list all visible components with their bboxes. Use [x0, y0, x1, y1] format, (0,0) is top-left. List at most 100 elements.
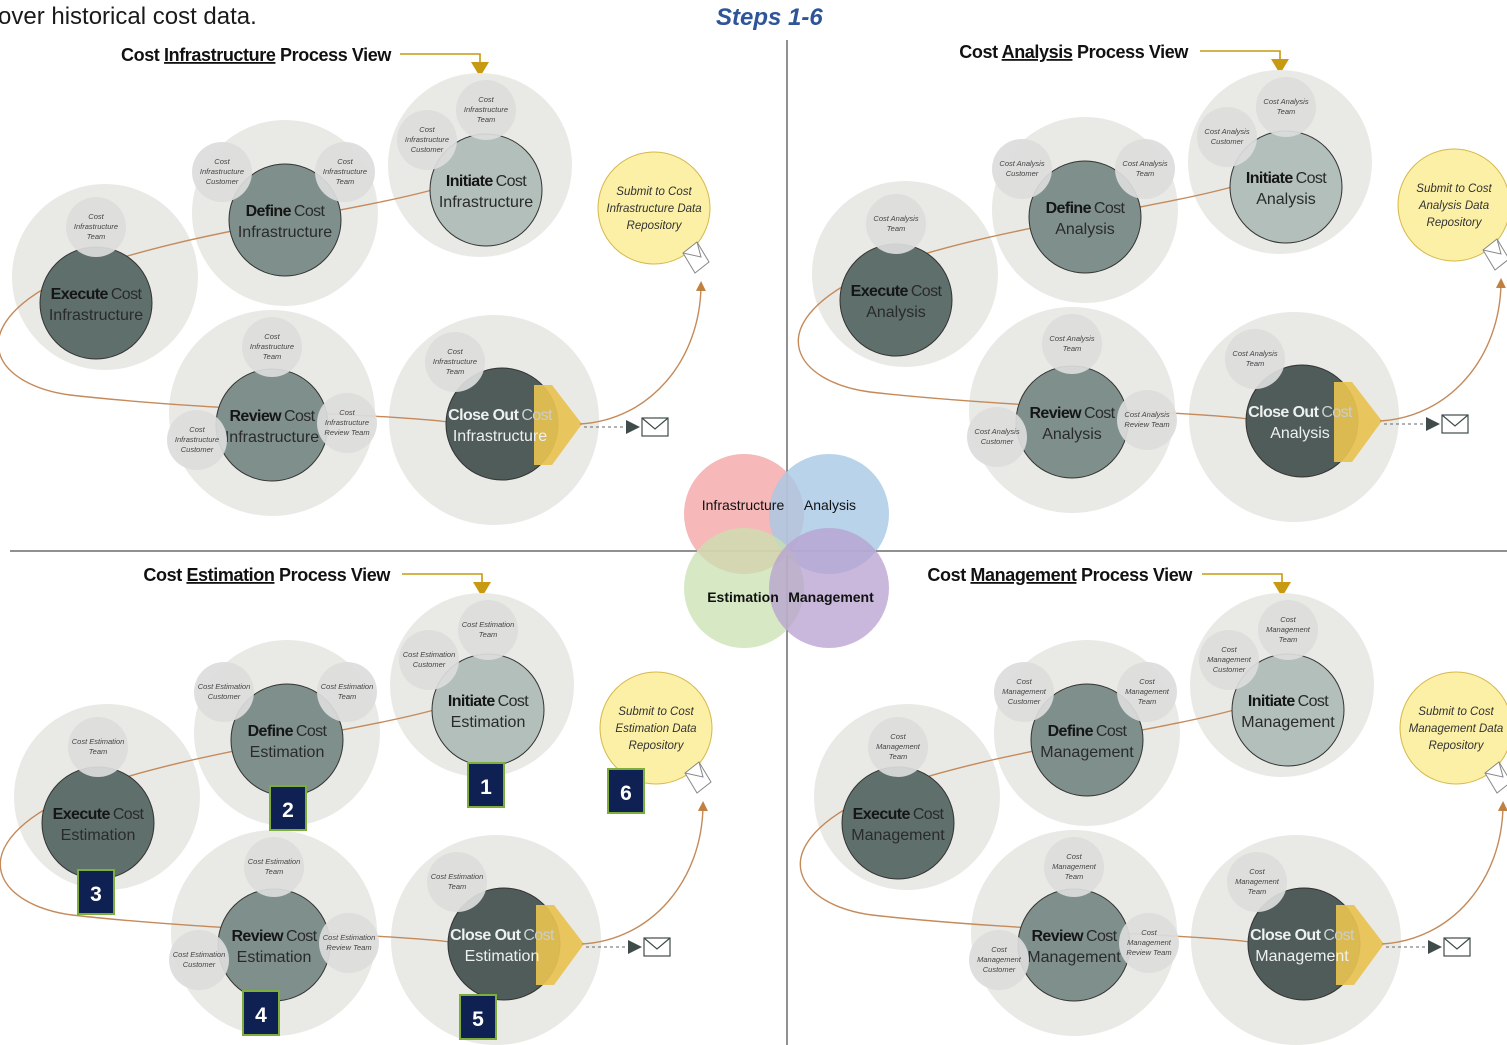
execute-step-subject: Infrastructure: [49, 307, 143, 324]
role-circle: [169, 930, 229, 990]
role-label: Infrastructure: [323, 167, 367, 176]
define-step-subject: Infrastructure: [238, 224, 332, 241]
repository-label: Management Data: [1409, 723, 1504, 735]
role-label: Cost: [1280, 615, 1296, 624]
role-label: Cost: [189, 425, 205, 434]
role-circle: [1042, 314, 1102, 374]
repository-label: Submit to Cost: [1418, 706, 1494, 718]
start-arrow-icon: [471, 62, 489, 77]
review-step-circle: [1017, 888, 1131, 1002]
role-label: Cost Analysis: [999, 159, 1044, 168]
execute-step-circle: [841, 766, 955, 880]
venn-label-infrastructure: Infrastructure: [702, 497, 785, 513]
define-step-verb: Define: [248, 723, 294, 740]
quadrant-title: Cost Estimation Process View: [143, 565, 391, 585]
repository-label: Estimation Data: [615, 723, 696, 735]
define-step-subject: Estimation: [250, 744, 325, 761]
role-label: Customer: [413, 660, 446, 669]
role-circle: [866, 194, 926, 254]
envelope-icon: [641, 417, 669, 437]
repository-label: Submit to Cost: [1416, 183, 1492, 195]
repository-label: Repository: [1429, 740, 1485, 752]
review-step-noun: Cost: [1084, 405, 1116, 422]
role-label: Customer: [1008, 697, 1041, 706]
role-label: Customer: [411, 145, 444, 154]
closeout-flag: [536, 905, 584, 985]
venn-label-estimation: Estimation: [707, 589, 779, 605]
document-fold-icon: [682, 241, 702, 258]
step-badge-number: 2: [282, 799, 294, 822]
role-label: Infrastructure: [200, 167, 244, 176]
repository-label: Submit to Cost: [618, 706, 694, 718]
envelope-icon: [643, 937, 671, 957]
submit-arrow: [581, 801, 708, 945]
initiate-step-verb: Initiate: [1246, 170, 1293, 187]
role-label: Management: [1125, 687, 1170, 696]
closeout-step-subject: Management: [1255, 948, 1349, 965]
start-connector: [1202, 573, 1283, 586]
role-label: Cost Estimation: [431, 872, 484, 881]
role-label: Cost Analysis: [1263, 97, 1308, 106]
role-circle: [194, 662, 254, 722]
role-label: Cost Analysis: [873, 214, 918, 223]
role-label: Cost: [1221, 645, 1237, 654]
title-keyword: Management: [970, 565, 1076, 585]
repository-label: Infrastructure Data: [606, 203, 701, 215]
role-circle: [868, 717, 928, 777]
role-label: Cost: [991, 945, 1007, 954]
title-suffix: Process View: [1072, 42, 1189, 62]
role-label: Customer: [1211, 137, 1244, 146]
role-circle: [242, 317, 302, 377]
step-badge-number: 3: [90, 883, 102, 906]
role-label: Cost: [1249, 867, 1265, 876]
envelope-icon: [1441, 414, 1469, 434]
role-label: Cost Estimation: [403, 650, 456, 659]
define-step-verb: Define: [246, 203, 292, 220]
role-label: Team: [265, 867, 283, 876]
define-step-noun: Cost: [1094, 200, 1126, 217]
role-circle: [1225, 329, 1285, 389]
role-label: Team: [477, 115, 495, 124]
closeout-step-noun: Cost: [1323, 927, 1355, 944]
role-label: Cost Estimation: [72, 737, 125, 746]
role-label: Customer: [206, 177, 239, 186]
role-label: Cost Analysis: [974, 427, 1019, 436]
define-step-circle: [228, 163, 342, 277]
step-badge-2: 2: [269, 785, 307, 831]
initiate-step-noun: Cost: [1296, 170, 1328, 187]
execute-step-noun: Cost: [911, 283, 943, 300]
role-label: Infrastructure: [74, 222, 118, 231]
title-prefix: Cost: [927, 565, 970, 585]
role-circle: [1117, 390, 1177, 450]
role-circle: [427, 852, 487, 912]
role-label: Team: [479, 630, 497, 639]
execute-step-noun: Cost: [113, 806, 145, 823]
review-step-subject: Management: [1027, 949, 1121, 966]
define-step-verb: Define: [1046, 200, 1092, 217]
role-label: Cost: [1141, 928, 1157, 937]
role-label: Review Team: [1124, 420, 1169, 429]
role-circle: [397, 110, 457, 170]
execute-step-noun: Cost: [913, 806, 945, 823]
define-step-subject: Analysis: [1055, 221, 1115, 238]
repository-label: Repository: [1427, 217, 1483, 229]
role-label: Cost Estimation: [173, 950, 226, 959]
initiate-step-subject: Infrastructure: [439, 194, 533, 211]
closeout-flag: [1336, 905, 1384, 985]
title-suffix: Process View: [275, 45, 392, 65]
role-label: Management: [1235, 877, 1280, 886]
role-label: Team: [1063, 344, 1081, 353]
role-circle: [1258, 600, 1318, 660]
role-label: Team: [446, 367, 464, 376]
quadrant-title: Cost Analysis Process View: [959, 42, 1189, 62]
submit-arrow: [579, 281, 706, 425]
title-keyword: Analysis: [1002, 42, 1073, 62]
